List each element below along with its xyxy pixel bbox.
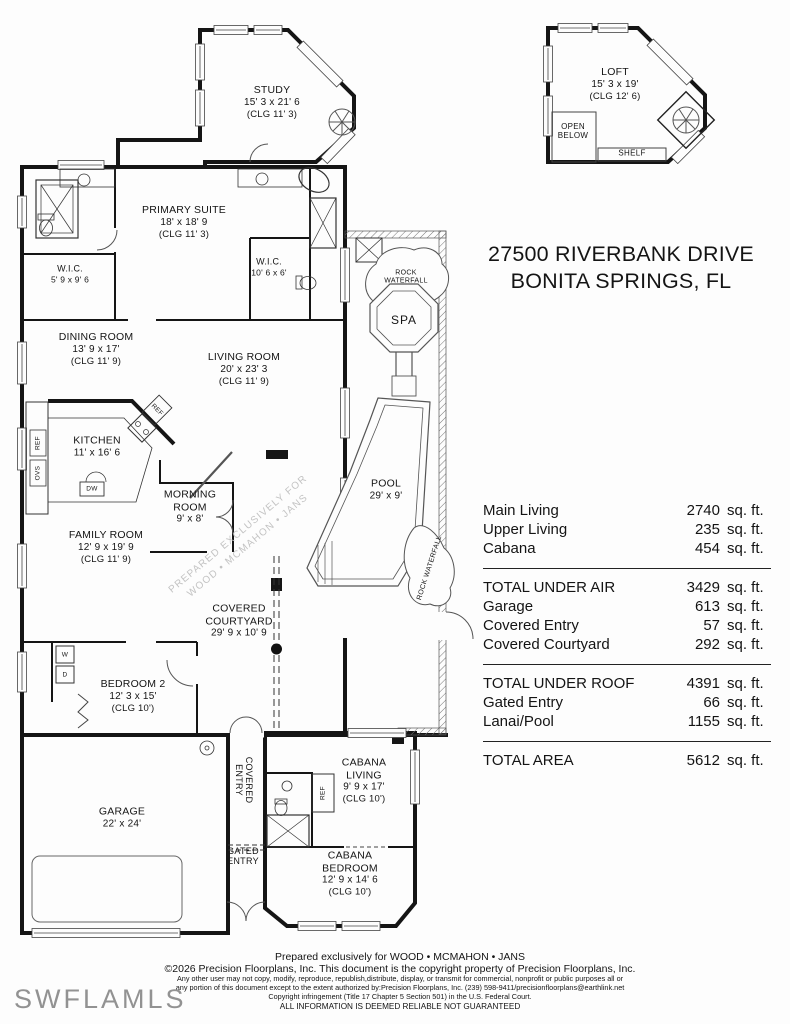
room-label-dining: DINING ROOM 13' 9 x 17' (CLG 11' 9) bbox=[58, 331, 134, 367]
table-divider bbox=[483, 741, 771, 742]
pool-shape bbox=[306, 397, 431, 587]
table-row: Main Living 2740 sq. ft. bbox=[483, 502, 764, 519]
table-row: Cabana 454 sq. ft. bbox=[483, 540, 764, 557]
address-line-2: BONITA SPRINGS, FL bbox=[510, 269, 732, 293]
wall-stub bbox=[266, 450, 288, 459]
courtyard-dashed-line bbox=[273, 556, 280, 731]
spiral-stair-study bbox=[328, 108, 356, 136]
table-row: TOTAL UNDER ROOF 4391 sq. ft. bbox=[483, 675, 764, 692]
laundry-fixtures bbox=[55, 645, 75, 684]
room-label-loft: LOFT 15' 3 x 19' (CLG 12' 6) bbox=[589, 66, 641, 102]
footer-prepared-for: Prepared exclusively for WOOD • MCMAHON … bbox=[274, 951, 526, 963]
table-row: TOTAL UNDER AIR 3429 sq. ft. bbox=[483, 579, 764, 596]
covered-entry-label: COVERED ENTRY bbox=[234, 756, 254, 804]
dw-label: DW bbox=[86, 485, 98, 493]
room-label-cabana-bedroom: CABANA BEDROOM 12' 9 x 14' 6 (CLG 10') bbox=[322, 849, 378, 898]
door-arcs bbox=[96, 143, 269, 922]
courtyard-post bbox=[271, 578, 282, 591]
room-label-cabana-living: CABANA LIVING 9' 9 x 17' (CLG 10') bbox=[341, 756, 387, 805]
ovs-label: OVS bbox=[34, 465, 42, 481]
rock-waterfall-lower-shape bbox=[403, 525, 455, 607]
cabana-fixtures bbox=[266, 773, 335, 848]
room-label-family-room: FAMILY ROOM 12' 9 x 19' 9 (CLG 11' 9) bbox=[68, 529, 144, 565]
mls-watermark: SWFLAMLS bbox=[14, 984, 187, 1014]
table-divider bbox=[483, 664, 771, 665]
courtyard-column-dot bbox=[271, 643, 282, 655]
table-row: Upper Living 235 sq. ft. bbox=[483, 521, 764, 538]
room-label-kitchen: KITCHEN 11' x 16' 6 bbox=[73, 434, 121, 459]
room-label-pool: POOL 29' x 9' bbox=[369, 477, 403, 502]
table-row: Covered Entry 57 sq. ft. bbox=[483, 617, 764, 634]
bath-fixtures bbox=[35, 167, 337, 756]
ref-label-cabana: REF bbox=[319, 786, 327, 800]
room-label-garage: GARAGE 22' x 24' bbox=[98, 805, 146, 830]
equipment-pad bbox=[355, 237, 383, 263]
lanai-door-arc bbox=[445, 611, 474, 640]
room-label-wic-left: W.I.C. 5' 9 x 9' 6 bbox=[50, 263, 90, 285]
footer-disclaimer: ALL INFORMATION IS DEEMED RELIABLE NOT G… bbox=[279, 1002, 521, 1012]
area-summary-table: Main Living 2740 sq. ft. Upper Living 23… bbox=[483, 501, 771, 770]
gated-entry-label: GATED ENTRY bbox=[227, 846, 259, 866]
shelf-label: SHELF bbox=[618, 148, 646, 158]
property-address: 27500 RIVERBANK DRIVE BONITA SPRINGS, FL bbox=[470, 241, 772, 295]
table-row: Gated Entry 66 sq. ft. bbox=[483, 694, 764, 711]
room-label-primary-suite: PRIMARY SUITE 18' x 18' 9 (CLG 11' 3) bbox=[142, 204, 226, 240]
room-label-spa: SPA bbox=[390, 312, 418, 327]
footer-legal-line: Any other user may not copy, modify, rep… bbox=[176, 974, 624, 983]
spa-shape bbox=[369, 283, 439, 397]
rock-waterfall-upper-label: ROCK WATERFALL bbox=[384, 269, 428, 284]
table-row-total: TOTAL AREA 5612 sq. ft. bbox=[483, 752, 764, 769]
footer-legal: Prepared exclusively for WOOD • MCMAHON … bbox=[90, 951, 710, 1012]
washer-label: W bbox=[61, 651, 69, 659]
spiral-stair-loft bbox=[656, 90, 716, 150]
room-label-bedroom-2: BEDROOM 2 12' 3 x 15' (CLG 10') bbox=[100, 678, 166, 714]
table-row: Garage 613 sq. ft. bbox=[483, 598, 764, 615]
ref-label-kitchen: REF bbox=[34, 436, 42, 450]
kitchen-angled-wall bbox=[48, 399, 176, 446]
open-below-label: OPEN BELOW bbox=[557, 122, 589, 140]
footer-copyright: ©2026 Precision Floorplans, Inc. This do… bbox=[164, 963, 636, 975]
room-label-living: LIVING ROOM 20' x 23' 3 (CLG 11' 9) bbox=[207, 351, 281, 387]
dryer-label: D bbox=[62, 671, 68, 679]
closet-door-zigzag bbox=[77, 693, 89, 729]
room-label-covered-courtyard: COVERED COURTYARD 29' 9 x 10' 9 bbox=[205, 602, 273, 639]
lanai-door-gap bbox=[438, 612, 447, 640]
room-label-wic-right: W.I.C. 10' 6 x 6' bbox=[251, 256, 287, 278]
interior-walls bbox=[22, 167, 415, 848]
entry-gate-dash bbox=[228, 844, 265, 851]
table-row: Covered Courtyard 292 sq. ft. bbox=[483, 636, 764, 653]
room-label-study: STUDY 15' 3 x 21' 6 (CLG 11' 3) bbox=[244, 84, 300, 120]
table-divider bbox=[483, 568, 771, 569]
footer-legal-line: Copyright infringement (Title 17 Chapter… bbox=[268, 991, 532, 1001]
garage-bay-outline bbox=[31, 855, 183, 923]
room-label-morning-room: MORNING ROOM 9' x 8' bbox=[163, 488, 217, 525]
address-line-1: 27500 RIVERBANK DRIVE bbox=[488, 242, 754, 266]
kitchen-fixtures bbox=[25, 394, 173, 515]
footer-legal-line: any portion of this document except to t… bbox=[175, 982, 625, 992]
loft-features bbox=[551, 111, 667, 163]
table-row: Lanai/Pool 1155 sq. ft. bbox=[483, 713, 764, 730]
